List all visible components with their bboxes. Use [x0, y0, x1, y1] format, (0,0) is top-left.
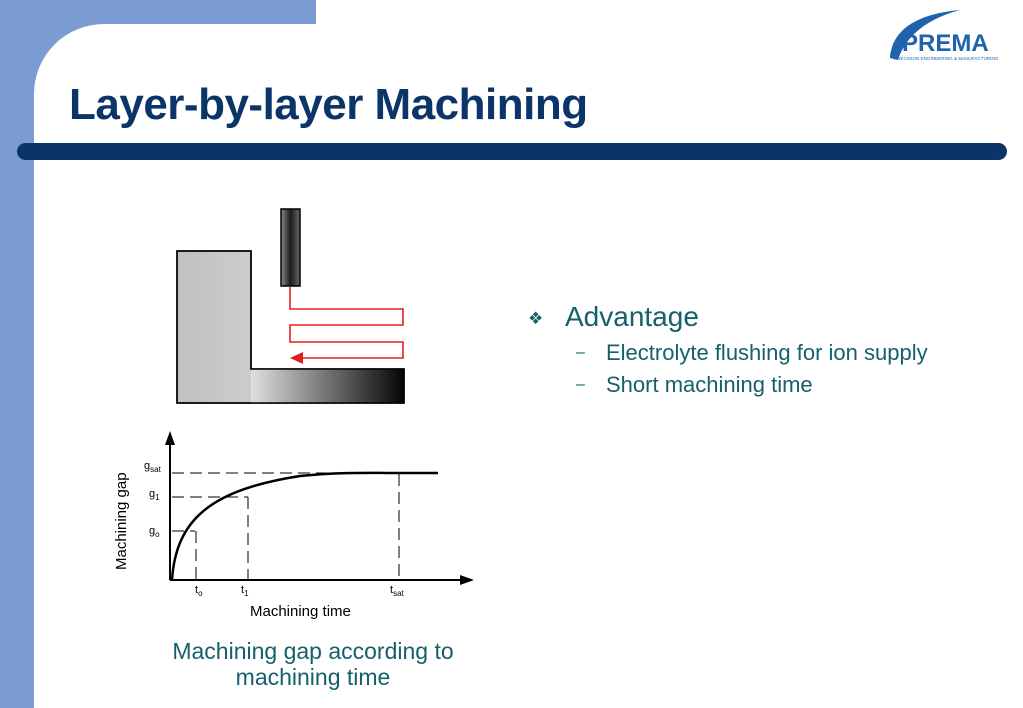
dash-bullet-icon: – [576, 344, 585, 361]
sub-bullet-1-text: Electrolyte flushing for ion supply [606, 340, 928, 365]
logo-swoosh [890, 10, 960, 60]
x-axis-label: Machining time [250, 603, 351, 620]
bullet-advantage-text: Advantage [565, 301, 699, 332]
bullet-advantage: ❖ Advantage [528, 300, 998, 334]
logo-tagline: PRECISION ENGINEERING & MANUFACTURING [894, 56, 999, 61]
label-to: to [195, 584, 203, 598]
workpiece [176, 250, 405, 404]
left-decor-band [0, 0, 34, 708]
dash-bullet-icon: – [576, 376, 585, 393]
logo-name: PREMA [902, 30, 989, 57]
tool-path [289, 287, 404, 359]
sub-bullet-2: – Short machining time [528, 372, 998, 398]
title-rule [17, 143, 1007, 160]
label-gsat: gsat [144, 460, 162, 474]
top-decor-band [0, 0, 316, 24]
label-t1: t1 [241, 584, 249, 598]
figure-caption: Machining gap according to machining tim… [172, 638, 454, 690]
label-g1: g1 [149, 488, 160, 502]
workpiece-base [251, 369, 404, 403]
x-axis-arrow [460, 575, 474, 585]
bullet-list: ❖ Advantage – Electrolyte flushing for i… [528, 300, 998, 398]
label-tsat: tsat [390, 584, 405, 598]
slide-title: Layer-by-layer Machining [69, 80, 588, 129]
sub-bullet-2-text: Short machining time [606, 372, 813, 397]
gap-chart: gsat g1 go to t1 tsat Machining time Mac… [113, 431, 474, 620]
tool-path-arrow [290, 352, 303, 364]
y-axis-label: Machining gap [113, 472, 130, 570]
gap-curve [170, 471, 438, 581]
tool-electrode [280, 208, 301, 287]
prema-logo: PREMA PRECISION ENGINEERING & MANUFACTUR… [890, 10, 999, 61]
corner-decor-inner [34, 24, 174, 164]
diamond-bullet-icon: ❖ [528, 309, 544, 328]
label-go: go [149, 525, 160, 539]
y-axis-arrow [165, 431, 175, 445]
machining-figure: gsat g1 go to t1 tsat Machining time Mac… [113, 208, 474, 620]
sub-bullet-1: – Electrolyte flushing for ion supply [528, 340, 998, 366]
